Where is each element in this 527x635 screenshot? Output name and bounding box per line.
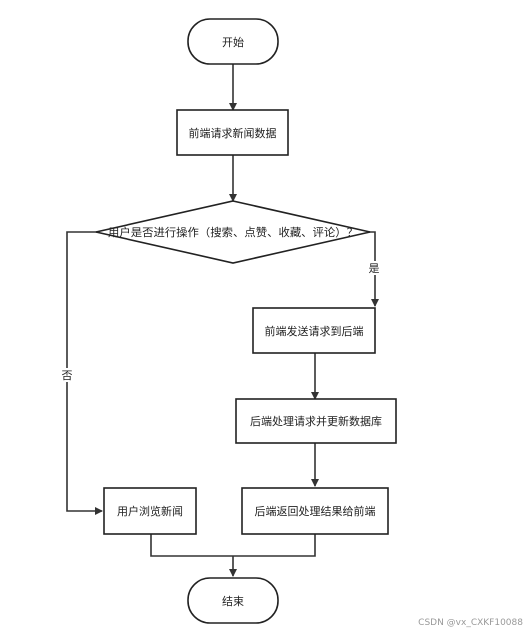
- no-label: 否: [62, 369, 73, 382]
- end-label: 结束: [222, 595, 244, 608]
- send-request-label: 前端发送请求到后端: [265, 324, 364, 338]
- node-decision: 用户是否进行操作（搜索、点赞、收藏、评论）？: [95, 200, 371, 264]
- edge-browse-to-end: [150, 534, 316, 557]
- browse-news-label: 用户浏览新闻: [117, 504, 183, 518]
- process-update-label: 后端处理请求并更新数据库: [250, 414, 382, 428]
- node-fetch-news: 前端请求新闻数据: [176, 109, 289, 156]
- node-start: 开始: [187, 18, 279, 65]
- node-process-update: 后端处理请求并更新数据库: [235, 398, 397, 444]
- node-send-request: 前端发送请求到后端: [252, 307, 376, 354]
- node-browse-news: 用户浏览新闻: [103, 487, 197, 535]
- yes-label: 是: [369, 262, 380, 275]
- start-label: 开始: [222, 35, 244, 49]
- decision-label: 用户是否进行操作（搜索、点赞、收藏、评论）？: [108, 225, 358, 239]
- node-end: 结束: [187, 577, 279, 624]
- return-result-label: 后端返回处理结果给前端: [255, 504, 376, 518]
- edge-labels: 是 否: [59, 261, 382, 382]
- watermark: CSDN @vx_CXKF10088: [418, 618, 523, 628]
- fetch-news-label: 前端请求新闻数据: [189, 126, 277, 140]
- node-return-result: 后端返回处理结果给前端: [241, 487, 389, 535]
